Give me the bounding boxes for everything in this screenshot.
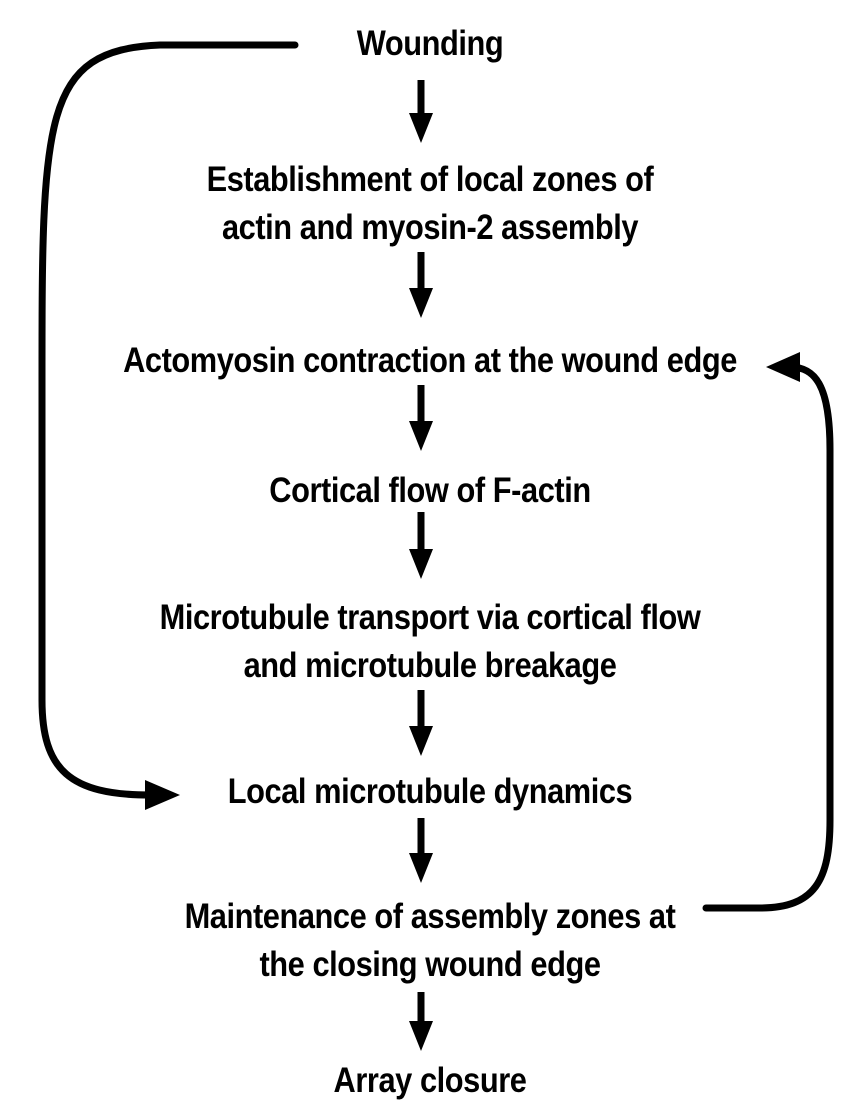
- node-line: the closing wound edge: [259, 945, 601, 984]
- node-line: and microtubule breakage: [243, 646, 617, 685]
- right-loop-arrow: [702, 352, 834, 912]
- node-closure: Array closure: [52, 1057, 809, 1105]
- node-line: Establishment of local zones of: [206, 160, 654, 199]
- node-line: Microtubule transport via cortical flow: [159, 598, 701, 637]
- down-arrow: [409, 992, 433, 1051]
- node-line: Wounding: [356, 24, 504, 63]
- node-line: Cortical flow of F-actin: [269, 471, 591, 510]
- node-line: Actomyosin contraction at the wound edge: [123, 341, 737, 380]
- down-arrow: [409, 252, 433, 318]
- node-establishment: Establishment of local zones of actin an…: [52, 156, 809, 252]
- left-loop-arrow: [38, 41, 299, 810]
- node-wounding: Wounding: [52, 20, 809, 68]
- down-arrow: [409, 385, 433, 451]
- node-line: Local microtubule dynamics: [227, 772, 633, 811]
- down-arrow: [409, 690, 433, 756]
- down-arrow: [409, 818, 433, 883]
- node-line: Maintenance of assembly zones at: [184, 897, 676, 936]
- node-microtubule-transport: Microtubule transport via cortical flow …: [52, 594, 809, 690]
- node-local-dynamics: Local microtubule dynamics: [52, 768, 809, 816]
- down-arrow: [409, 512, 433, 579]
- node-line: actin and myosin-2 assembly: [221, 208, 639, 247]
- node-cortical-flow: Cortical flow of F-actin: [52, 467, 809, 515]
- node-maintenance: Maintenance of assembly zones at the clo…: [52, 893, 809, 989]
- node-line: Array closure: [333, 1061, 527, 1100]
- down-arrow: [409, 80, 433, 143]
- node-actomyosin: Actomyosin contraction at the wound edge: [52, 337, 809, 385]
